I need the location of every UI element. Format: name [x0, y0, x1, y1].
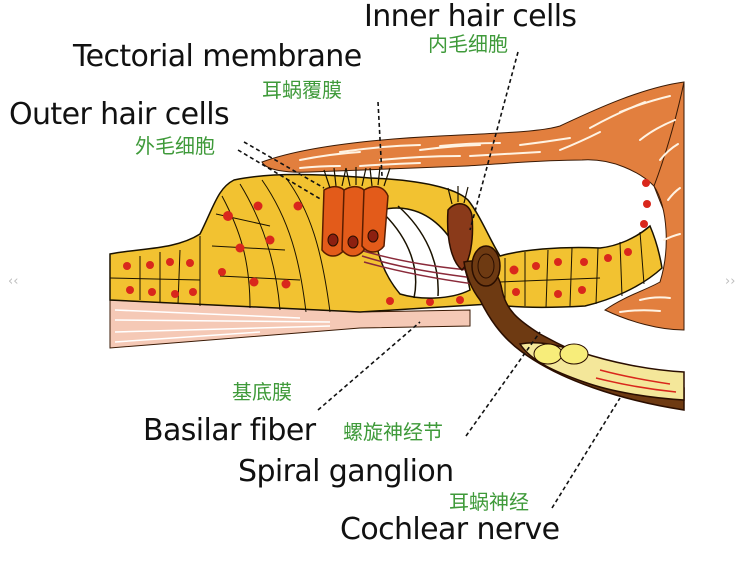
label-spiral-ganglion-zh: 螺旋神经节	[343, 420, 443, 444]
basilar-membrane	[109, 299, 471, 349]
tectorial-membrane	[261, 81, 685, 331]
label-outer-hair-cells-zh: 外毛细胞	[135, 134, 215, 158]
label-spiral-ganglion: Spiral ganglion	[238, 454, 454, 489]
chevron-right-icon[interactable]: ››	[725, 274, 736, 289]
label-inner-hair-cells: Inner hair cells	[364, 0, 577, 34]
tunnel-of-corti	[359, 205, 491, 299]
label-outer-hair-cells: Outer hair cells	[9, 97, 230, 132]
inner-hair-cell	[446, 186, 474, 272]
label-basilar-fiber: Basilar fiber	[143, 413, 316, 448]
label-tectorial-membrane: Tectorial membrane	[73, 39, 362, 74]
label-tectorial-membrane-zh: 耳蜗覆膜	[262, 78, 342, 102]
label-basilar-fiber-zh: 基底膜	[232, 380, 292, 404]
chevron-left-icon[interactable]: ‹‹	[8, 274, 19, 289]
outer-hair-cells	[321, 166, 391, 257]
label-cochlear-nerve: Cochlear nerve	[340, 512, 560, 547]
leader-lines	[237, 51, 621, 509]
label-cochlear-nerve-zh: 耳蜗神经	[449, 490, 529, 514]
label-inner-hair-cells-zh: 内毛细胞	[428, 32, 508, 56]
spiral-ganglion	[518, 341, 685, 401]
